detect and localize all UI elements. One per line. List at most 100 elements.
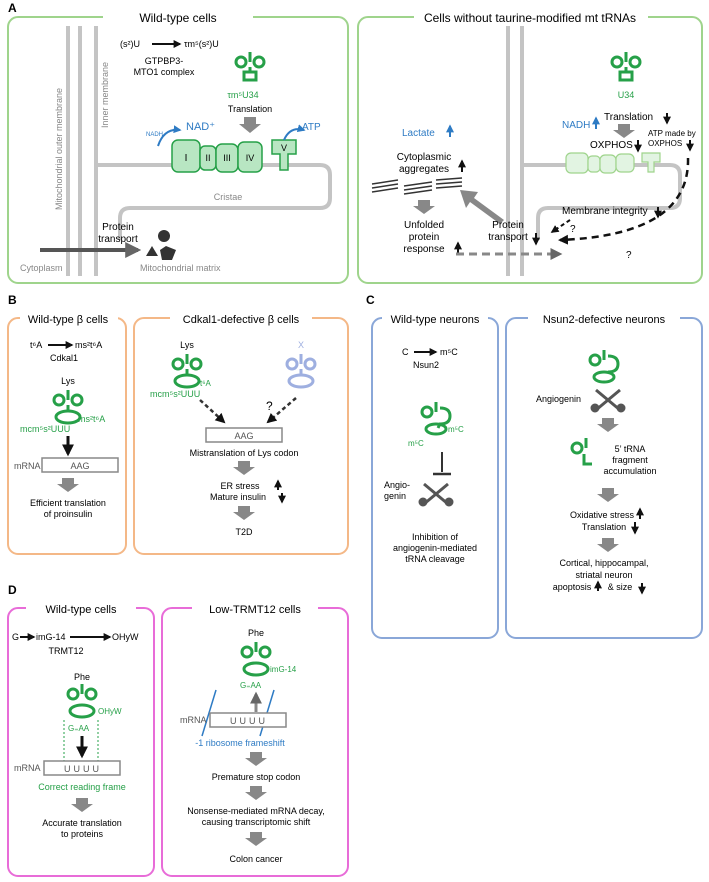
outer-membrane-label: Mitochondrial outer membrane xyxy=(54,88,64,210)
efficient-l2: of proinsulin xyxy=(44,509,93,519)
b-r-codon: AAG xyxy=(234,431,253,441)
m5c-right: m⁵C xyxy=(448,425,464,434)
matrix-label: Mitochondrial matrix xyxy=(140,263,221,273)
mature-insulin-label: Mature insulin xyxy=(210,492,266,502)
fragment-l2: fragment xyxy=(612,455,648,465)
trna-mod-label: τm⁵U34 xyxy=(227,90,258,100)
wildtype-beta-title: Wild-type β cells xyxy=(28,314,109,326)
cristae-label: Cristae xyxy=(214,192,243,202)
trna-m5c-icon xyxy=(420,402,452,436)
b-question: ? xyxy=(266,399,273,413)
panel-b: B Wild-type β cells t⁶A ms²t⁶A Cdkal1 Ly… xyxy=(7,293,349,555)
b-r-t6a: t⁶A xyxy=(200,379,212,388)
trna-phe-low-icon xyxy=(240,642,272,677)
upr-l2: protein xyxy=(409,232,440,243)
atp-label: ATP xyxy=(302,122,321,133)
lactate-label: Lactate xyxy=(402,128,435,139)
transport-right-l1: Protein xyxy=(492,220,524,231)
b-r-lys: Lys xyxy=(180,340,194,350)
b-codon: AAG xyxy=(70,461,89,471)
enzyme-line1: GTPBP3- xyxy=(145,56,184,66)
cdkal1-label: Cdkal1 xyxy=(50,353,78,363)
trna-icon-right xyxy=(610,52,642,82)
b-r-anticodon: mcm⁵s²UUU xyxy=(150,389,200,399)
d-ohyw: OHyW xyxy=(98,707,122,716)
complex-ii: II xyxy=(199,145,217,171)
inhibition-l2: angiogenin-mediated xyxy=(393,543,477,553)
outcome-l3b: & size xyxy=(608,582,633,592)
fragment-l1: 5’ tRNA xyxy=(615,444,646,454)
oxphos-label: OXPHOS xyxy=(590,140,633,151)
d-r-phe: Phe xyxy=(248,628,264,638)
panel-c: C Wild-type neurons C m⁵C Nsun2 m⁵C m⁵C … xyxy=(366,293,703,639)
angio-l1: Angio- xyxy=(384,480,410,490)
efficient-l1: Efficient translation xyxy=(30,498,106,508)
panel-d: D Wild-type cells G imG-14 OHyW TRMT12 P… xyxy=(7,583,349,877)
translation-right-label: Translation xyxy=(604,112,653,123)
b-mod-to: ms²t⁶A xyxy=(75,340,102,350)
b-t-mod: ms²t⁶A xyxy=(78,414,105,424)
mod-to: τm⁵(s²)U xyxy=(184,39,219,49)
mistranslation-label: Mistranslation of Lys codon xyxy=(190,448,299,458)
colon-cancer-label: Colon cancer xyxy=(229,854,282,864)
er-stress-label: ER stress xyxy=(220,481,260,491)
d-path-g: G xyxy=(12,632,19,642)
d-r-codon: UUUU xyxy=(230,716,268,726)
trna-lys-icon xyxy=(52,390,84,425)
b-mrna-label: mRNA xyxy=(14,461,41,471)
nad-label: NAD⁺ xyxy=(186,121,215,133)
d-path-end: OHyW xyxy=(112,632,139,642)
nsun2-label: Nsun2 xyxy=(413,360,439,370)
frameshift-label: -1 ribosome frameshift xyxy=(195,738,285,748)
b-anticodon-mod: mcm⁵s²UUU xyxy=(20,424,70,434)
c-translation-label: Translation xyxy=(582,522,626,532)
nadh-right-label: NADH xyxy=(562,120,590,131)
trna-phe-icon xyxy=(66,684,98,719)
wildtype-neurons-title: Wild-type neurons xyxy=(391,314,480,326)
d-path-mid: imG-14 xyxy=(36,632,66,642)
angiogenin-label: Angiogenin xyxy=(536,394,581,404)
t2d-label: T2D xyxy=(235,527,253,537)
lys-label: Lys xyxy=(61,376,75,386)
c-mod-from: C xyxy=(402,347,409,357)
upr-l3: response xyxy=(403,244,445,255)
svg-text:III: III xyxy=(223,153,231,163)
question-2: ? xyxy=(626,250,632,261)
d-r-img14: imG-14 xyxy=(270,665,297,674)
transport-to-aggregates-arrow xyxy=(460,190,504,224)
d-mrna: mRNA xyxy=(14,763,41,773)
nmd-l1: Nonsense-mediated mRNA decay, xyxy=(187,806,324,816)
inhibition-l1: Inhibition of xyxy=(412,532,459,542)
wildtype-cells-title: Wild-type cells xyxy=(139,11,216,25)
codon-box xyxy=(41,457,119,473)
accurate-l1: Accurate translation xyxy=(42,818,122,828)
mod-from: (s²)U xyxy=(120,39,140,49)
question-1: ? xyxy=(570,224,576,235)
svg-text:I: I xyxy=(185,153,188,164)
trmt12-label: TRMT12 xyxy=(48,646,83,656)
m5c-left: m⁵C xyxy=(408,439,424,448)
inhibition-l3: tRNA cleavage xyxy=(405,554,465,564)
angiogenin-scissors-icon xyxy=(418,482,454,507)
cristae-path xyxy=(96,163,332,240)
trna-fragment-icon xyxy=(570,438,592,466)
scissors-icon xyxy=(590,388,626,413)
d-wildtype-title: Wild-type cells xyxy=(46,604,117,616)
atp-made-l2: OXPHOS xyxy=(648,139,682,148)
d-anticodon: G₌AA xyxy=(68,724,90,733)
faded-complexes xyxy=(565,152,661,174)
inner-membrane-label: Inner membrane xyxy=(100,62,110,128)
complex-iii: III xyxy=(215,143,239,173)
protein-transport-l2: transport xyxy=(98,234,138,245)
cytoplasm-label: Cytoplasm xyxy=(20,263,63,273)
u34-label: U34 xyxy=(618,90,635,100)
nsun2-defective-title: Nsun2-defective neurons xyxy=(543,314,666,326)
translation-label: Translation xyxy=(228,104,272,114)
c-mod-to: m⁵C xyxy=(440,347,458,357)
fragment-l3: accumulation xyxy=(603,466,656,476)
aggregates-l2: aggregates xyxy=(399,164,449,175)
atp-made-l1: ATP made by xyxy=(648,129,696,138)
oxidative-label: Oxidative stress xyxy=(570,510,635,520)
b-mod-from: t⁶A xyxy=(30,340,42,350)
premature-stop-label: Premature stop codon xyxy=(212,772,301,782)
